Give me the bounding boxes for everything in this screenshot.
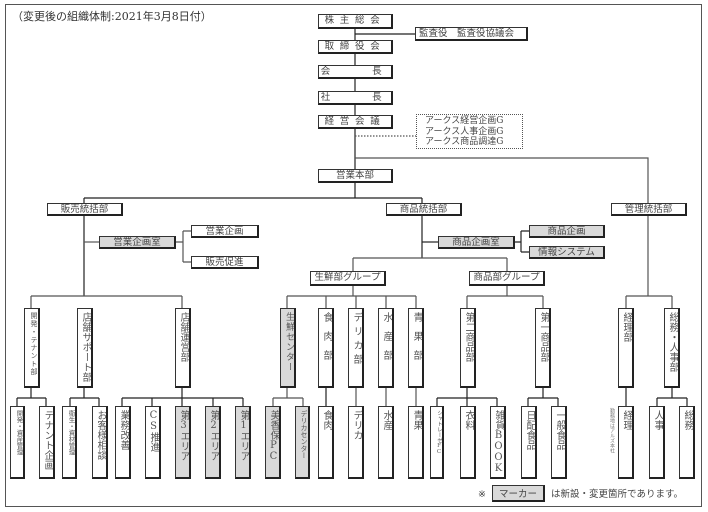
dev-children-bar bbox=[16, 387, 47, 406]
merch-planning-children bbox=[514, 230, 529, 253]
merch-group-bar bbox=[352, 257, 508, 271]
admin-trunk bbox=[625, 215, 673, 308]
info-systems-box[interactable]: 情報システム bbox=[529, 246, 605, 259]
unit-delica[interactable]: デリカ bbox=[348, 406, 364, 479]
fresh-center-children-bar bbox=[272, 387, 304, 406]
hq-right-line bbox=[355, 157, 649, 203]
sales-hq-box[interactable]: 営業本部 bbox=[318, 169, 393, 183]
unit-customer-consult[interactable]: お客様相談 bbox=[92, 406, 108, 479]
chart-frame bbox=[5, 4, 702, 507]
sales-promotion-box[interactable]: 販売促進 bbox=[191, 256, 259, 269]
ops-children-bar bbox=[121, 387, 244, 406]
merch-planning-office-box[interactable]: 商品企画室 bbox=[438, 236, 515, 249]
dept-meat[interactable]: 食肉部 bbox=[318, 308, 334, 388]
auditors-box[interactable]: 監査役 監査役協議会 bbox=[415, 27, 528, 41]
support-children-bar bbox=[69, 387, 100, 406]
dept-first-goods[interactable]: 第一商品部 bbox=[535, 308, 551, 388]
fresh-group-bar bbox=[286, 285, 417, 308]
dept-accounting[interactable]: 経理部 bbox=[618, 308, 634, 388]
unit-chateraise-fc[interactable]: シャトレーゼFC bbox=[430, 406, 444, 479]
sales-planning-office-box[interactable]: 営業企画室 bbox=[99, 236, 176, 249]
unit-dev-asset[interactable]: 開発・資産管理 bbox=[10, 406, 25, 479]
accounting-location-note: 勤務地はアルズ本社 bbox=[609, 408, 615, 453]
board-box[interactable]: 取締役会 bbox=[318, 40, 393, 54]
arcs-group-item: アークス人事企画G bbox=[425, 126, 504, 137]
dept-fish[interactable]: 水産部 bbox=[378, 308, 394, 388]
page-title: （変更後の組織体制:2021年3月8日付） bbox=[12, 10, 212, 23]
arcs-group-item: アークス経営企画G bbox=[425, 116, 504, 126]
unit-fish[interactable]: 水産 bbox=[378, 406, 394, 479]
first-goods-children-bar bbox=[527, 387, 559, 406]
unit-hygiene-materials[interactable]: 衛生・資材管理 bbox=[62, 406, 77, 479]
sales-division-box[interactable]: 販売統括部 bbox=[47, 203, 123, 216]
unit-area-2[interactable]: 第2エリア bbox=[205, 406, 221, 479]
unit-accounting[interactable]: 経理 bbox=[618, 406, 634, 479]
legend-text: は新設・変更箇所であります。 bbox=[551, 489, 684, 500]
unit-tenant-planning[interactable]: テナント企画 bbox=[39, 406, 55, 479]
management-meeting-box[interactable]: 経営会議 bbox=[318, 115, 393, 129]
legend: ※ マーカー は新設・変更箇所であります。 bbox=[478, 485, 683, 502]
dept-ga-hr[interactable]: 総務・人事部 bbox=[664, 308, 680, 388]
chairman-box[interactable]: 会 長 bbox=[318, 65, 393, 79]
dept-second-goods[interactable]: 第二商品部 bbox=[460, 308, 476, 388]
unit-goods-book[interactable]: 雑貨BOOK bbox=[490, 406, 506, 479]
goods-group-box[interactable]: 商品部グループ bbox=[469, 271, 545, 286]
dept-store-ops[interactable]: 店舗運営部 bbox=[175, 308, 191, 388]
shareholders-meeting-box[interactable]: 株主総会 bbox=[318, 14, 393, 29]
dept-delica[interactable]: デリカ部 bbox=[348, 308, 364, 388]
legend-prefix: ※ bbox=[478, 489, 486, 500]
goods-group-bar bbox=[466, 285, 544, 308]
arcs-group-item: アークス商品調達G bbox=[425, 137, 504, 147]
sales-dept-bar bbox=[30, 295, 183, 308]
unit-general-affairs[interactable]: 総務 bbox=[679, 406, 695, 479]
unit-general-food[interactable]: 一般食品 bbox=[551, 406, 567, 479]
unit-cs-promotion[interactable]: CS推進 bbox=[145, 406, 161, 479]
dept-fresh-center[interactable]: 生鮮センター bbox=[280, 308, 296, 388]
sales-planning-box[interactable]: 営業企画 bbox=[191, 225, 259, 238]
arcs-groups-box: アークス経営企画G アークス人事企画G アークス商品調達G bbox=[416, 114, 523, 149]
admin-division-box[interactable]: 管理統括部 bbox=[611, 203, 687, 216]
fresh-group-box[interactable]: 生鮮部グループ bbox=[310, 271, 386, 286]
unit-area-1[interactable]: 第1エリア bbox=[235, 406, 251, 479]
sales-planning-children bbox=[175, 230, 191, 263]
unit-mikaho-pc[interactable]: 美香保PC bbox=[265, 406, 281, 479]
unit-apparel[interactable]: 衣料 bbox=[460, 406, 476, 479]
unit-produce[interactable]: 青果 bbox=[408, 406, 424, 479]
ga-hr-children-bar bbox=[656, 387, 688, 406]
merch-planning-box[interactable]: 商品企画 bbox=[529, 225, 605, 238]
merch-division-box[interactable]: 商品統括部 bbox=[386, 203, 462, 216]
unit-ops-improvement[interactable]: 業務改善 bbox=[115, 406, 131, 479]
level1-bar bbox=[83, 197, 423, 203]
unit-daily-food[interactable]: 日配食品 bbox=[521, 406, 537, 479]
unit-area-3[interactable]: 第3エリア bbox=[175, 406, 191, 479]
legend-marker-swatch: マーカー bbox=[492, 485, 546, 502]
unit-delica-center[interactable]: デリカセンター bbox=[295, 406, 310, 479]
unit-hr[interactable]: 人事 bbox=[649, 406, 665, 479]
unit-meat[interactable]: 食肉 bbox=[318, 406, 334, 479]
dept-produce[interactable]: 青果部 bbox=[408, 308, 424, 388]
dept-store-support[interactable]: 店舗サポート部 bbox=[77, 308, 93, 388]
dept-dev-tenant[interactable]: 開発・テナント部 bbox=[24, 308, 40, 388]
president-box[interactable]: 社 長 bbox=[318, 91, 393, 105]
second-goods-children-bar bbox=[436, 387, 498, 406]
